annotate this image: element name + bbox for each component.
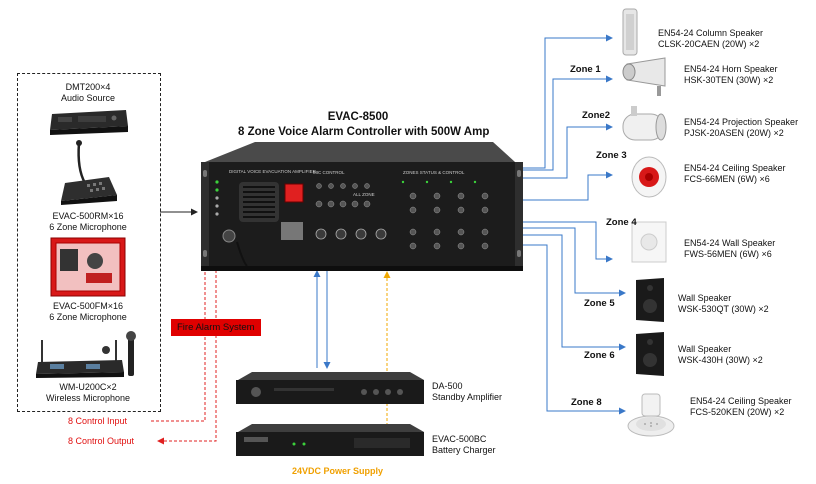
zone-microphone-device-icon	[61, 140, 117, 205]
wall-speaker-black-2-icon	[636, 332, 664, 376]
wall-speaker-black-icon	[636, 278, 664, 322]
power-supply-label: 24VDC Power Supply	[292, 466, 384, 476]
zone-6-label: Zone 6	[584, 350, 615, 361]
line-control-output	[157, 265, 217, 445]
fireman-microphone-cabinet-icon	[50, 237, 126, 297]
zone-5-label: Zone 5	[584, 298, 615, 309]
zone-2-label: Zone2	[582, 110, 610, 121]
line-zone2	[522, 123, 613, 179]
line-column-speaker	[522, 34, 613, 169]
line-zone1	[522, 75, 613, 171]
wall-speaker-white-icon	[631, 221, 667, 263]
control-input-label: 8 Control Input	[68, 416, 128, 426]
panel-mic-control-text: MIC CONTROL	[313, 170, 345, 175]
zone-1-label: Zone 1	[570, 64, 601, 75]
controller-title: EVAC-8500 8 Zone Voice Alarm Controller …	[238, 111, 490, 138]
line-control-input	[151, 264, 209, 422]
audio-source-device-icon	[50, 110, 128, 135]
ceiling-speaker-red-icon	[631, 156, 667, 198]
panel-zone-status-text: ZONES STATUS & CONTROL	[403, 170, 465, 175]
evac-8500-controller-unit: DIGITAL VOICE EVACUATION AMPLIFIER MIC C…	[201, 142, 523, 271]
zone-4-label: Zone 4	[606, 217, 637, 228]
line-zone4	[522, 221, 613, 263]
standby-amplifier-device-icon	[236, 372, 424, 404]
line-zone8	[522, 244, 626, 415]
horn-speaker-icon	[622, 57, 666, 96]
zone-3-label: Zone 3	[596, 150, 627, 161]
line-zone6	[522, 234, 626, 351]
line-zone3	[522, 171, 613, 201]
projection-speaker-icon	[622, 106, 667, 141]
control-output-label: 8 Control Output	[68, 436, 135, 446]
fire-alarm-system-label: Fire Alarm System	[171, 319, 261, 336]
panel-all-zone-text: ALL ZONE	[353, 192, 375, 197]
ceiling-speaker-white-icon	[627, 393, 675, 437]
zone-8-label: Zone 8	[571, 397, 602, 408]
wireless-microphone-device-icon	[36, 331, 136, 378]
line-zone5	[522, 227, 626, 297]
source-devices-box	[17, 73, 161, 412]
column-speaker-icon	[622, 8, 638, 56]
panel-label-text: DIGITAL VOICE EVACUATION AMPLIFIER	[229, 169, 317, 174]
battery-charger-device-icon	[236, 424, 424, 456]
